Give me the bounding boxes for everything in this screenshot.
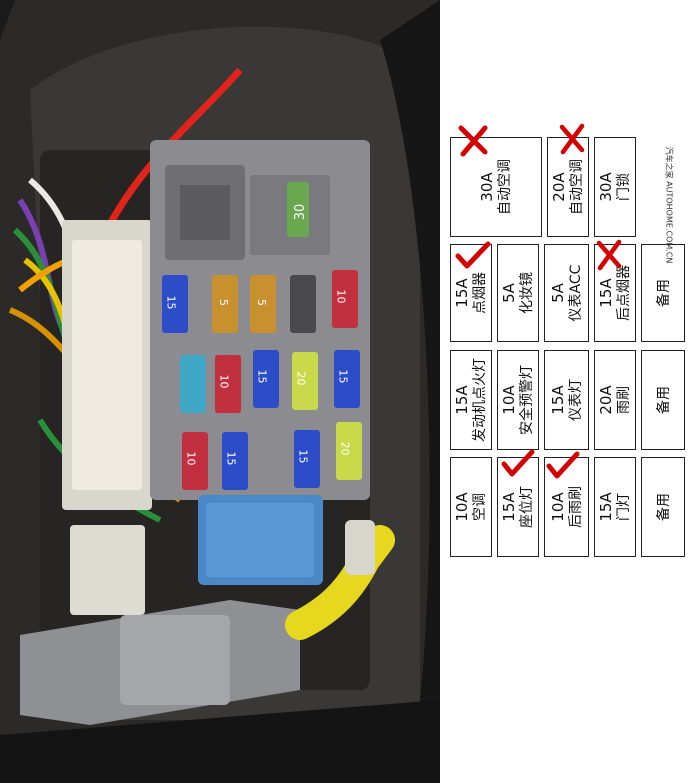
- fuse-name: 备用: [656, 279, 672, 307]
- fuse-name: 点烟器: [472, 272, 488, 314]
- fuse-amp: 5A: [500, 283, 518, 303]
- fuse-amp: 20A: [597, 385, 615, 415]
- watermark-text: 汽车之家 AUTOHOME.COM.CN: [664, 146, 674, 264]
- fuse-label: 10: [334, 289, 348, 304]
- fuse-name: 备用: [656, 386, 672, 414]
- fuse-label: 5: [217, 299, 230, 306]
- check-mark-icon: [501, 449, 535, 477]
- fuse-label: 10: [217, 374, 231, 389]
- fuse-name: 门锁: [616, 173, 632, 202]
- check-mark-icon: [546, 451, 580, 479]
- fuse-name: 化妆镜: [519, 272, 535, 314]
- fuse-amp: 20A: [550, 172, 568, 202]
- fuse-amp: 15A: [548, 385, 567, 415]
- fuse-box-photo: 30: [0, 0, 440, 783]
- fuse-amp: 30A: [597, 172, 615, 202]
- fuse-label: 5: [255, 299, 268, 306]
- fuse-amp: 10A: [500, 385, 518, 415]
- fuse-name: 雨刷: [616, 386, 632, 415]
- fuse-label: 10: [184, 451, 198, 466]
- fuse-name: 门灯: [616, 493, 632, 522]
- cross-mark-icon: [559, 123, 585, 155]
- fuse-label: 15: [336, 369, 350, 384]
- fuse-label: 20: [294, 371, 308, 386]
- fuse-name: 后雨刷: [567, 486, 584, 528]
- fuse-label: 15: [296, 449, 310, 464]
- fuse-cell-spare: 备用: [641, 244, 685, 342]
- svg-text:30: 30: [293, 204, 308, 221]
- fuse-amp: 15A: [597, 492, 615, 522]
- fuse-name: 安全预警灯: [519, 365, 535, 435]
- fuse-name: 后点烟器: [616, 265, 632, 321]
- fuse-label: 15: [255, 369, 269, 384]
- fuse-amp: 5A: [548, 283, 567, 303]
- watermark: 汽车之家 AUTOHOME.COM.CN: [658, 140, 680, 270]
- fuse-name: 发动机点火灯: [472, 358, 488, 442]
- fuse-cell-spare: 备用: [641, 457, 685, 557]
- fuse-name: 空调: [472, 493, 488, 522]
- fuse-cell-spare: 备用: [641, 350, 685, 450]
- fuse-amp: 10A: [453, 492, 471, 522]
- fuse-amp: 15A: [500, 492, 518, 522]
- fuse-label: 20: [338, 441, 352, 456]
- fuse-amp: 10A: [548, 492, 567, 522]
- fuse-label: 15: [164, 295, 178, 310]
- cross-mark-icon: [458, 125, 488, 157]
- fuse-name: 仪表ACC: [567, 264, 584, 322]
- fuse-name: 座位灯: [519, 486, 535, 528]
- fuse-name: 自动空调: [569, 159, 585, 215]
- check-mark-icon: [455, 241, 491, 269]
- fuse-name: 备用: [656, 493, 672, 521]
- fuse-amp: 15A: [453, 385, 471, 415]
- fuse-amp: 15A: [597, 278, 615, 308]
- fuse-amp: 30A: [478, 172, 496, 202]
- cross-mark-icon: [596, 239, 622, 271]
- fuse-name: 仪表灯: [567, 379, 584, 421]
- fuse-label: 15: [224, 451, 238, 466]
- fuse-name: 自动空调: [497, 159, 513, 215]
- fuse-amp: 15A: [453, 278, 471, 308]
